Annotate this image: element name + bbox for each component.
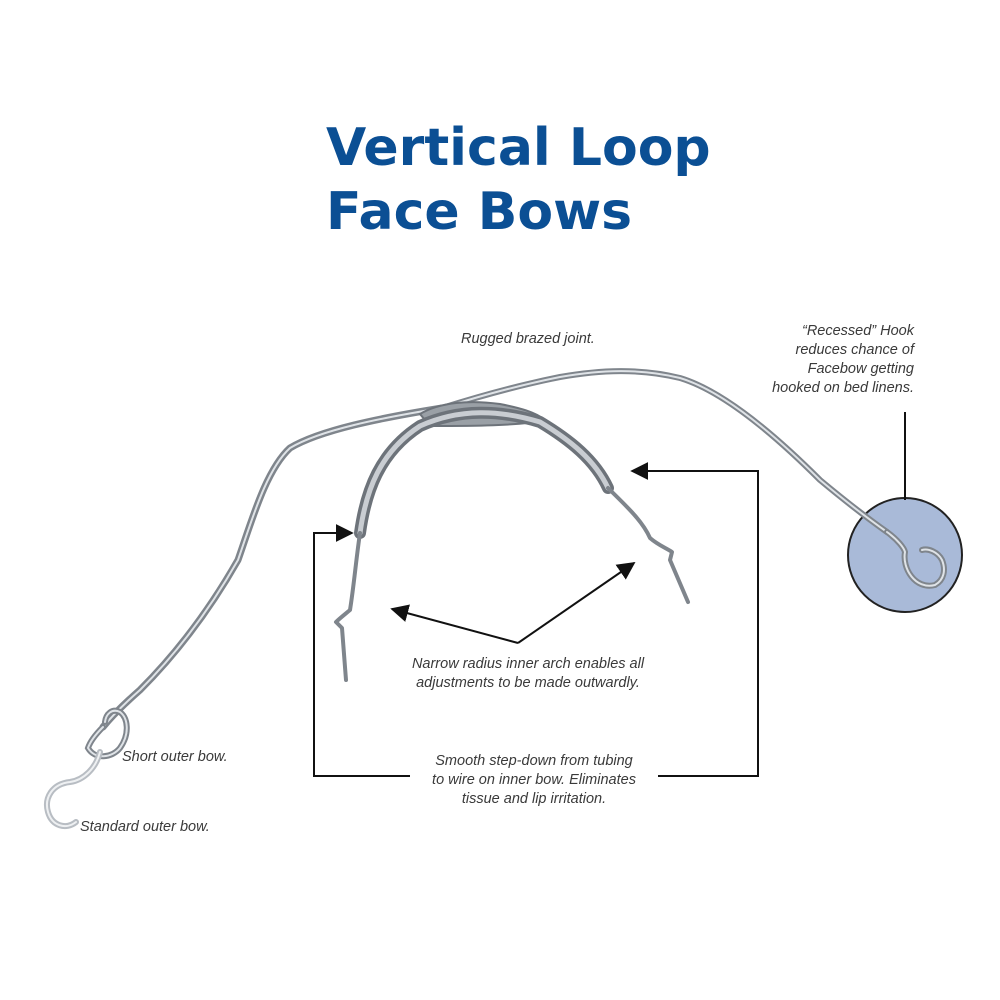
title-line-2: Face Bows xyxy=(326,182,633,242)
page-title: Vertical Loop Face Bows xyxy=(326,116,711,244)
title-line-1: Vertical Loop xyxy=(326,118,711,178)
inner-arch-label: Narrow radius inner arch enables all adj… xyxy=(392,655,664,693)
short-outer-bow-loop xyxy=(84,707,130,760)
recessed-hook-line-2: reduces chance of xyxy=(795,342,915,358)
standard-outer-bow-label: Standard outer bow. xyxy=(80,819,210,835)
inner-bow xyxy=(334,406,690,682)
step-down-arrow-right xyxy=(630,462,759,777)
short-outer-bow-label: Short outer bow. xyxy=(122,749,228,765)
step-down-arrow-left xyxy=(313,524,410,777)
step-down-line-1: Smooth step-down from tubing xyxy=(435,753,633,769)
inner-arch-arrow-right xyxy=(517,561,636,644)
leader-lines xyxy=(313,412,906,777)
recessed-hook-line-4: hooked on bed linens. xyxy=(772,380,914,396)
brazed-joint-label: Rugged brazed joint. xyxy=(461,331,595,347)
inner-arch-arrow-left xyxy=(390,604,519,644)
step-down-label: Smooth step-down from tubing to wire on … xyxy=(408,752,660,809)
recessed-hook-line-3: Facebow getting xyxy=(807,361,914,377)
inner-arch-line-2: adjustments to be made outwardly. xyxy=(416,675,640,691)
recessed-hook-label: “Recessed” Hook reduces chance of Facebo… xyxy=(772,322,914,398)
recessed-hook-line-1: “Recessed” Hook xyxy=(801,323,914,339)
step-down-line-3: tissue and lip irritation. xyxy=(461,791,607,807)
inner-arch-line-1: Narrow radius inner arch enables all xyxy=(411,656,645,672)
recessed-hook xyxy=(884,529,947,589)
standard-outer-bow-hook xyxy=(44,749,103,830)
outer-bow xyxy=(99,368,890,731)
step-down-line-2: to wire on inner bow. Eliminates xyxy=(432,772,636,788)
